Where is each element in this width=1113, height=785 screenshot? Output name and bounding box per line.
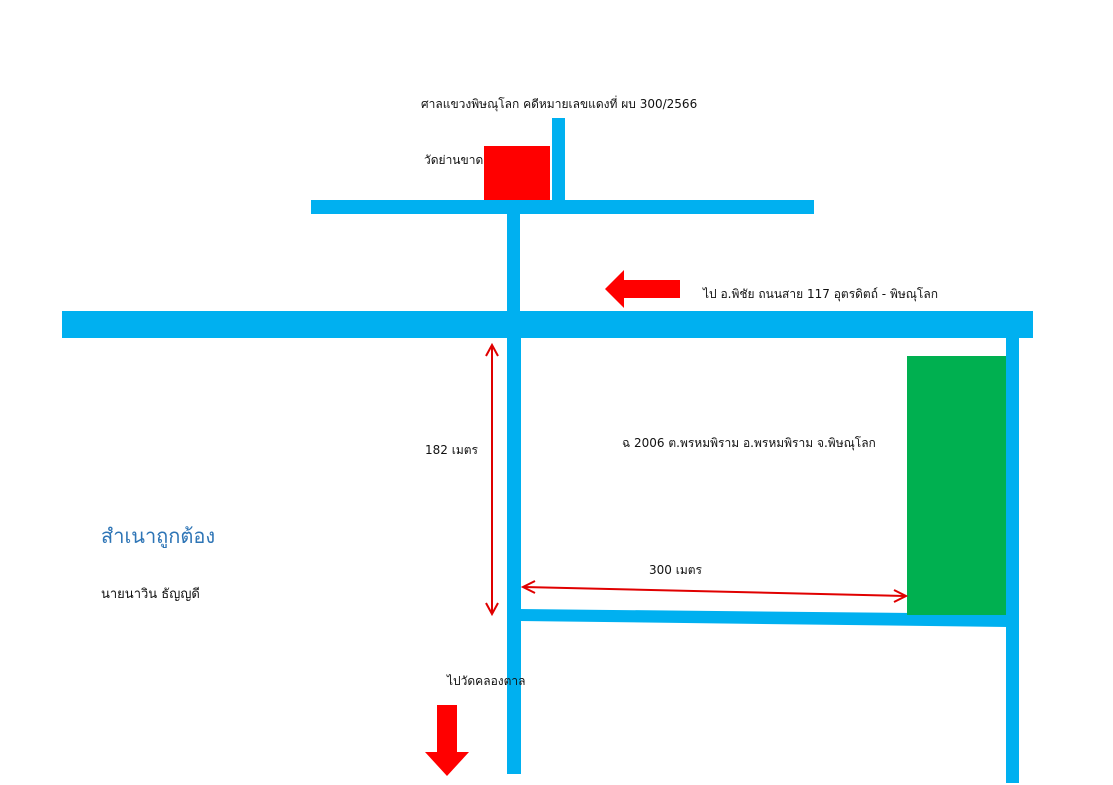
distance-vertical-label: 182 เมตร [425,443,478,457]
direction-road-label: ไป อ.พิชัย ถนนสาย 117 อุตรดิตถ์ - พิษณุโ… [703,287,938,301]
temple-marker [484,146,550,200]
property-plot [907,356,1006,615]
distance-horizontal-label: 300 เมตร [649,563,702,577]
road-vertical-south [507,336,521,774]
measure-vertical [485,342,499,617]
certified-copy-label: สำเนาถูกต้อง [101,524,216,548]
road-main-highway [62,311,1033,338]
road-top-stub [552,118,565,202]
road-access-lane [519,609,1008,627]
to-temple-south-label: ไปวัดคลองตาล [447,674,526,688]
temple-label: วัดย่านขาด [424,153,484,167]
direction-arrow-west-icon [605,270,680,308]
measure-horizontal [520,580,909,603]
road-right-vertical [1006,336,1019,783]
property-location-label: ฉ 2006 ต.พรหมพิราม อ.พรหมพิราม จ.พิษณุโล… [622,436,876,450]
road-connector-north [507,210,520,314]
road-top-horizontal [311,200,814,214]
court-case-label: ศาลแขวงพิษณุโลก คดีหมายเลขแดงที่ ผบ 300/… [421,97,698,111]
direction-arrow-south-icon [425,705,469,776]
signer-name-label: นายนาวิน ธัญญดี [101,587,200,602]
